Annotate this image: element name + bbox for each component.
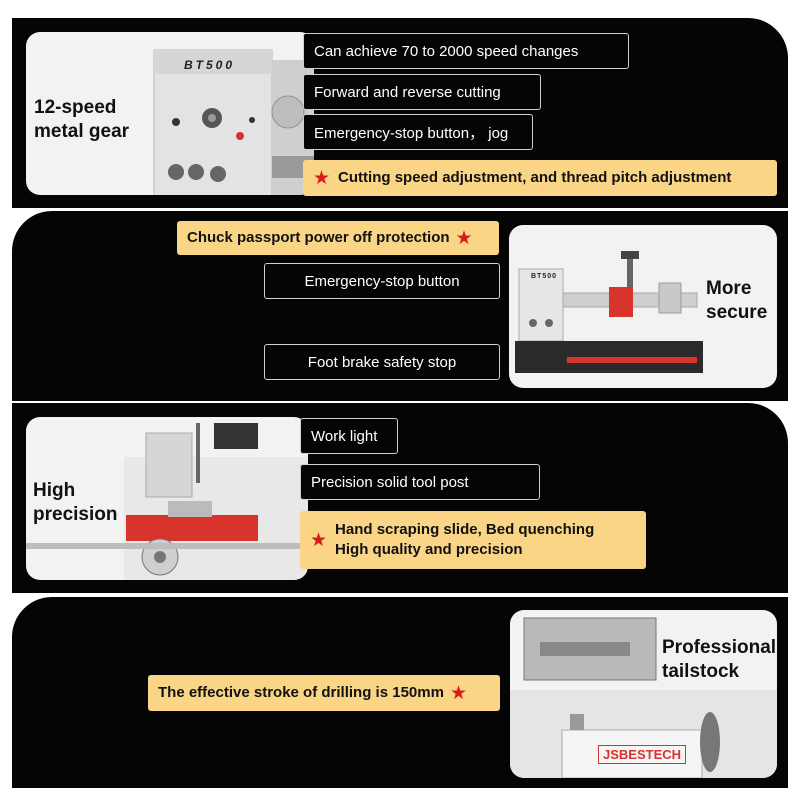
headstock-image <box>153 49 314 195</box>
toolpost-image <box>26 423 308 580</box>
callout-emergency-stop: Emergency-stop button <box>264 263 500 299</box>
callout-work-light: Work light <box>300 418 398 454</box>
tailstock-image <box>510 617 777 778</box>
section-safety: BT500 More secure Chuck passport power o… <box>12 211 788 401</box>
section-speed-gear: 12-speed metal gear BT500 Can achieve 70… <box>12 18 788 208</box>
section-label: High precision <box>33 480 118 525</box>
machine-badge: BT500 <box>531 273 558 280</box>
tailstock-card: Professional tailstock JSBESTECH <box>510 610 777 778</box>
headstock-card: 12-speed metal gear BT500 <box>26 32 314 195</box>
highlight-drilling-stroke: The effective stroke of drilling is 150m… <box>148 675 500 711</box>
highlight-text: The effective stroke of drilling is 150m… <box>158 684 444 701</box>
star-icon: ★ <box>455 227 473 249</box>
section-label: More secure <box>706 278 768 323</box>
machine-badge: BT500 <box>184 58 236 72</box>
lathe-image <box>515 251 703 373</box>
highlight-speed-adjustment: ★ Cutting speed adjustment, and thread p… <box>303 160 777 196</box>
section-label: 12-speed metal gear <box>34 97 130 142</box>
toolpost-card: High precision <box>26 417 308 580</box>
callout-foot-brake: Foot brake safety stop <box>264 344 500 380</box>
callout-emergency-jog: Emergency-stop button， jog <box>303 114 533 150</box>
star-icon: ★ <box>310 529 328 551</box>
callout-forward-reverse: Forward and reverse cutting <box>303 74 541 110</box>
star-icon: ★ <box>449 682 467 704</box>
section-precision: High precision Work light Precision soli… <box>12 403 788 593</box>
highlight-scraping-slide: ★ Hand scraping slide, Bed quenching Hig… <box>300 511 646 569</box>
highlight-text: Hand scraping slide, Bed quenching High … <box>335 521 595 558</box>
highlight-chuck-protection: Chuck passport power off protection ★ <box>177 221 499 255</box>
section-label: Professional tailstock <box>662 637 777 682</box>
lathe-card: BT500 More secure <box>509 225 777 388</box>
star-icon: ★ <box>313 167 331 189</box>
callout-tool-post: Precision solid tool post <box>300 464 540 500</box>
section-tailstock: Professional tailstock JSBESTECH The eff… <box>12 597 788 788</box>
highlight-text: Chuck passport power off protection <box>187 229 450 246</box>
highlight-text: Cutting speed adjustment, and thread pit… <box>338 169 732 186</box>
brand-logo: JSBESTECH <box>598 745 687 764</box>
callout-speed-changes: Can achieve 70 to 2000 speed changes <box>303 33 629 69</box>
